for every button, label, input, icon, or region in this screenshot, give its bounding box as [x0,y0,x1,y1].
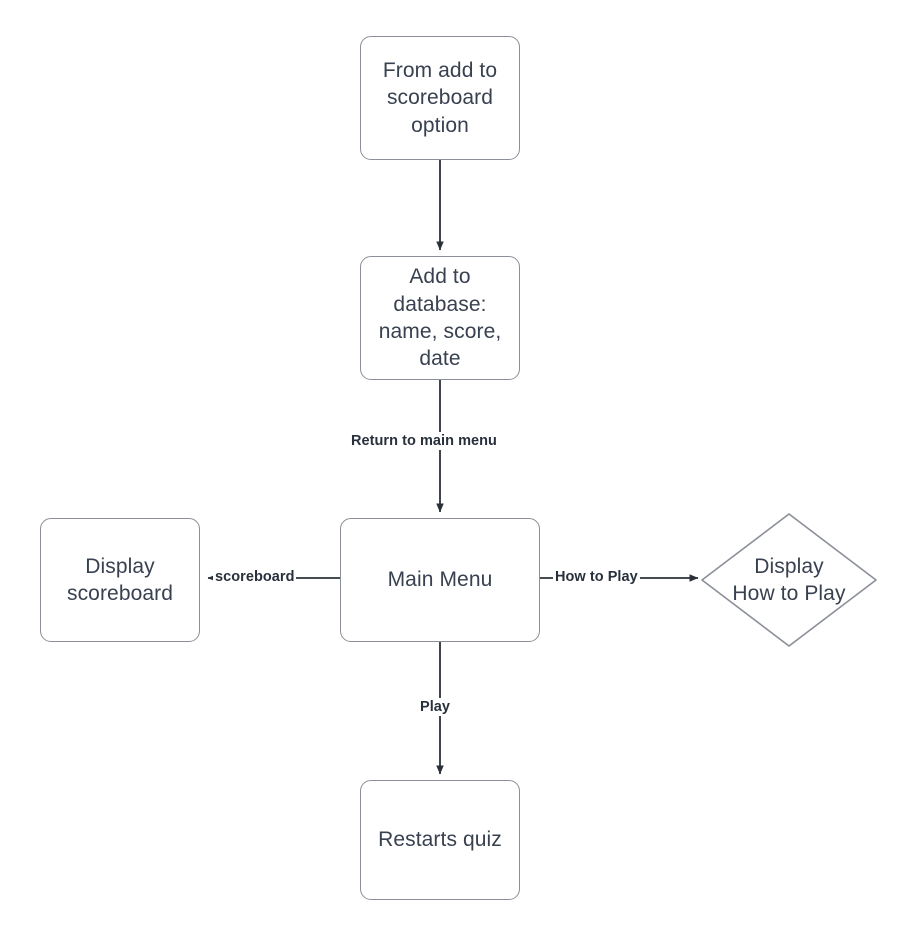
edge-label-scoreboard: scoreboard [213,568,297,586]
node-label: From add to scoreboard option [382,59,498,137]
node-label: Main Menu [387,568,493,592]
node-display-how-to-play[interactable]: Display How to Play [700,512,878,648]
edge-label-return-to-main-menu: Return to main menu [349,432,499,450]
node-label: Display scoreboard [66,554,174,605]
edge-label-play: Play [418,698,453,716]
edge-label-how-to-play: How to Play [553,568,640,586]
node-from-add-to-scoreboard-option[interactable]: From add to scoreboard option [360,36,520,160]
node-restarts-quiz[interactable]: Restarts quiz [360,780,520,900]
node-main-menu[interactable]: Main Menu [340,518,540,642]
diamond-shape-icon [701,513,877,647]
node-label: Restarts quiz [378,828,502,852]
node-label: Display How to Play [732,554,846,605]
node-display-scoreboard[interactable]: Display scoreboard [40,518,200,642]
node-label: Add to database: name, score, date [378,265,502,371]
node-add-to-database[interactable]: Add to database: name, score, date [360,256,520,380]
